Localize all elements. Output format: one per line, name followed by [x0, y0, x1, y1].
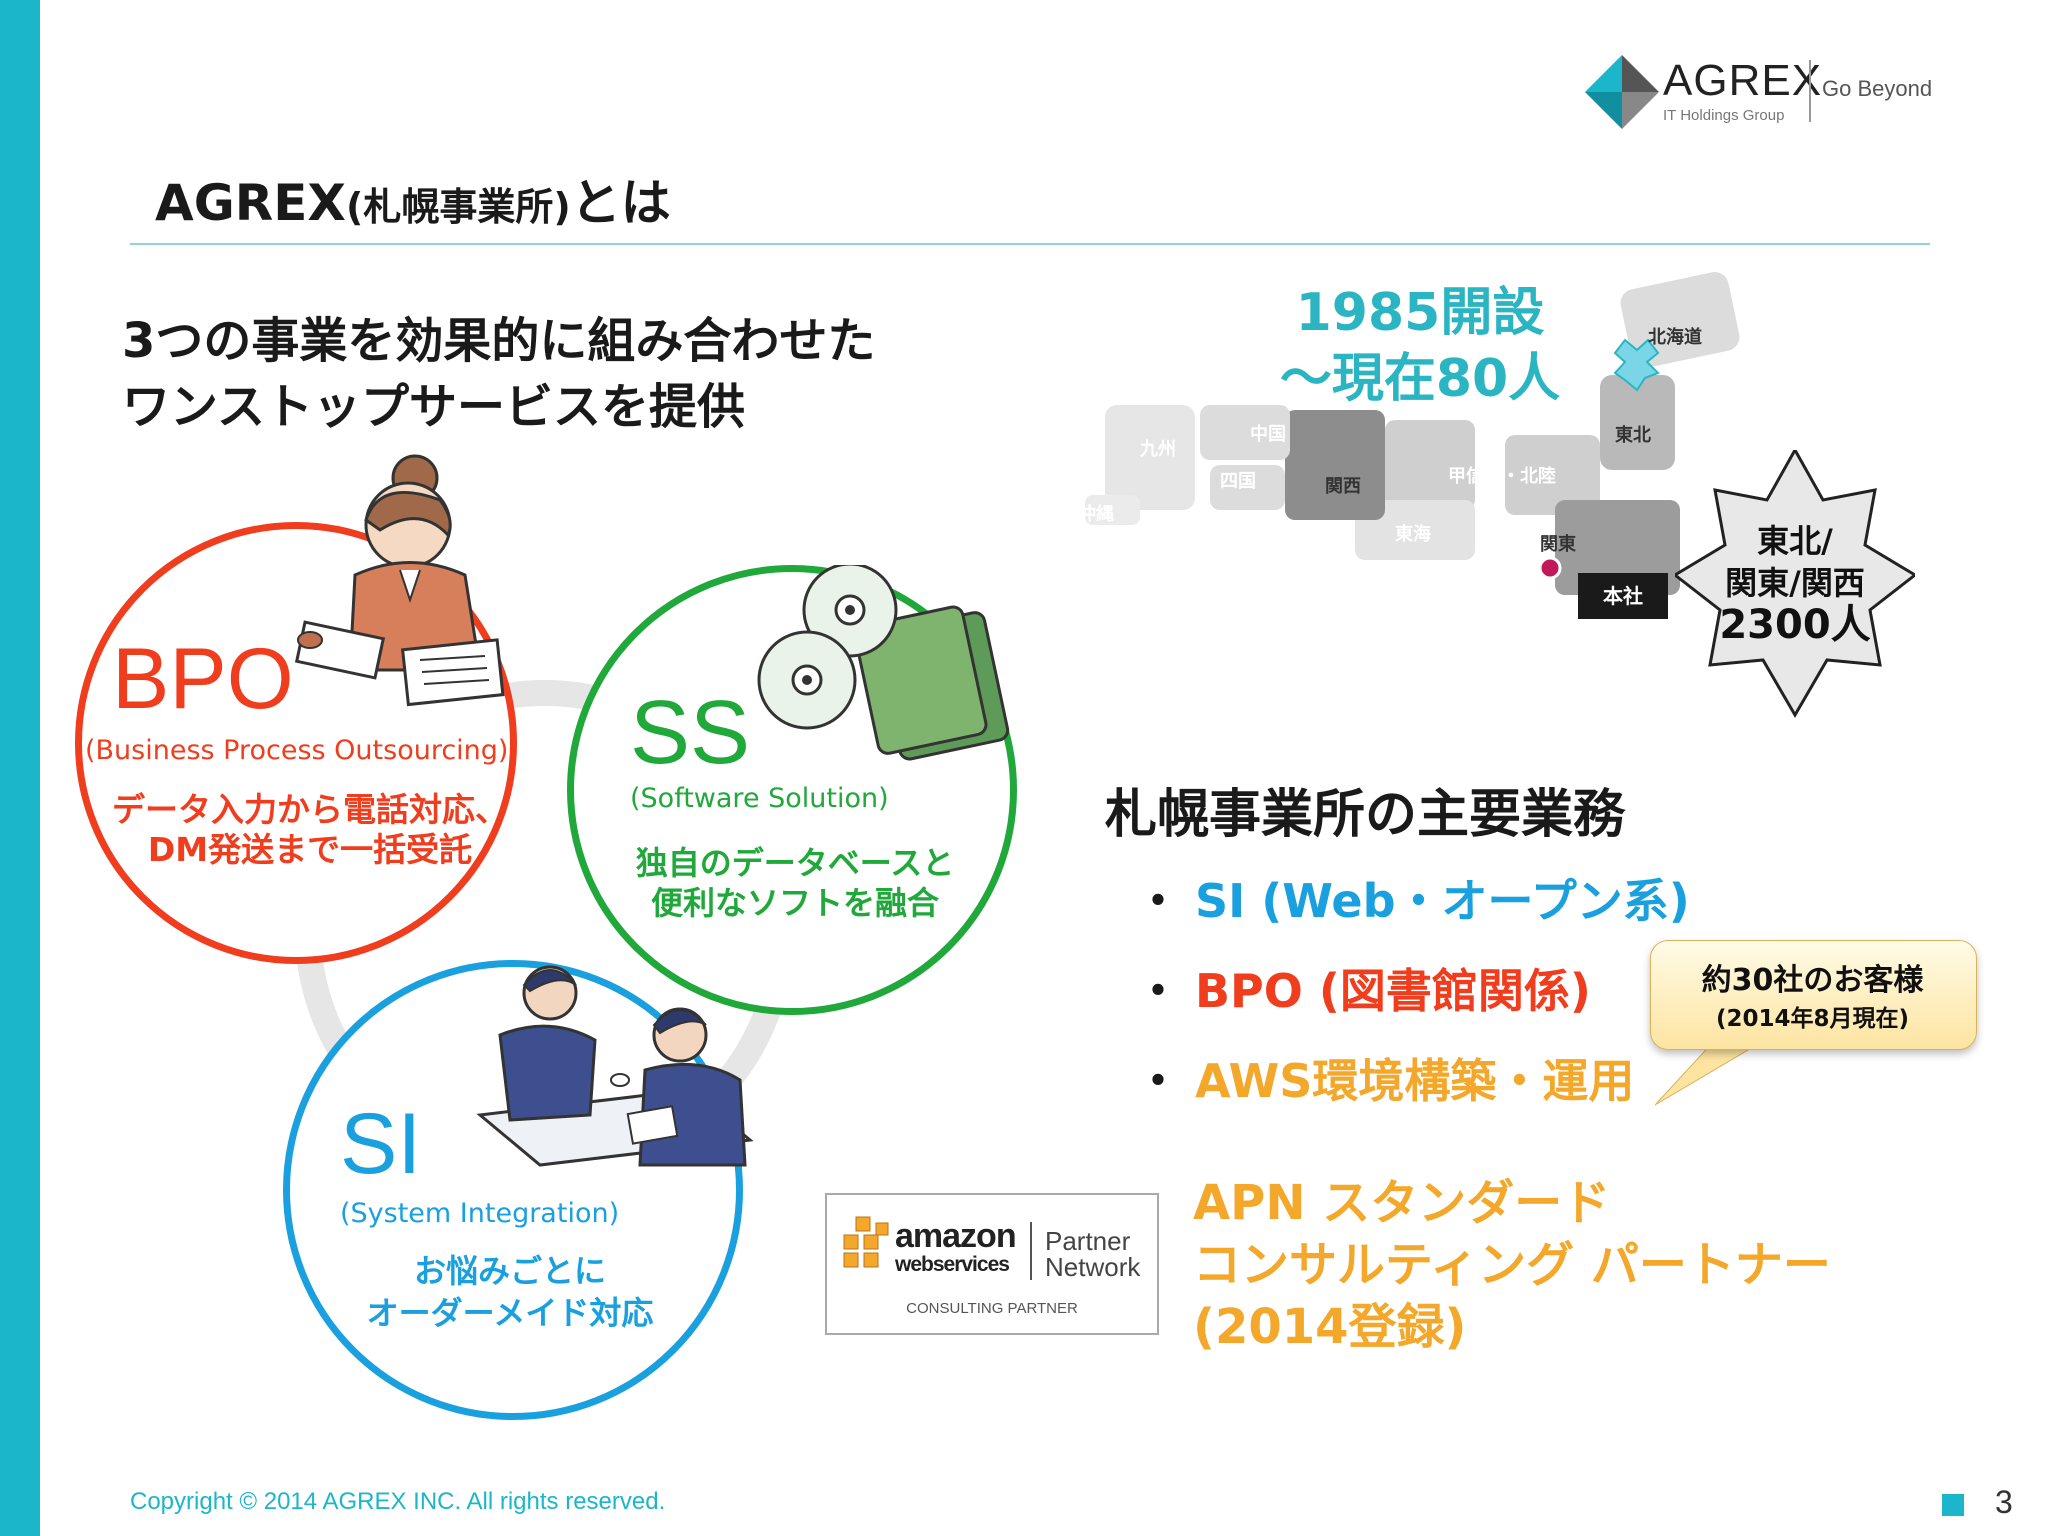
- callout-tail: [1654, 1039, 1775, 1110]
- map-label-hokkaido: 北海道: [1648, 327, 1702, 348]
- customer-callout: [1650, 940, 1977, 1050]
- title-suffix: とは: [570, 174, 671, 232]
- apn-line-3: (2014登録): [1193, 1299, 1467, 1355]
- copyright: Copyright © 2014 AGREX INC. All rights r…: [130, 1488, 666, 1515]
- ss-description: 独自のデータベースと 便利なソフトを融合: [610, 843, 980, 923]
- bullet-mark: ・: [1135, 964, 1181, 1018]
- staff-badge-line-2: 関東/関西: [1725, 564, 1865, 602]
- page-marker: [1942, 1494, 1964, 1516]
- ss-desc-line-2: 便利なソフトを融合: [650, 884, 939, 922]
- bpo-desc-line-2: DM発送まで一括受託: [147, 830, 473, 869]
- logo-divider: [1809, 60, 1811, 122]
- bpo-name: (Business Process Outsourcing): [85, 735, 509, 766]
- aws-partner-line-1: Partner: [1045, 1226, 1131, 1256]
- callout-text: 約30社のお客様 (2014年8月現在): [1650, 955, 1975, 1033]
- ops-title: 札幌事業所の主要業務: [1105, 785, 1626, 845]
- lead-text: 3つの事業を効果的に組み合わせた ワンストップサービスを提供: [122, 308, 875, 440]
- logo-wordmark: AGREX: [1663, 56, 1823, 105]
- callout-line-2: (2014年8月現在): [1715, 1006, 1910, 1032]
- agrex-logo: [1585, 55, 1945, 130]
- map-label-chugoku: 中国: [1250, 424, 1286, 445]
- aws-partner-line-2: Network: [1045, 1252, 1141, 1282]
- si-description: お悩みごとに オーダーメイド対応: [340, 1250, 680, 1334]
- aws-partner-network: Partner Network: [1045, 1228, 1140, 1280]
- aws-divider: [1030, 1222, 1032, 1280]
- ops-item-label: SI (Web・オープン系): [1195, 874, 1690, 928]
- ss-name: (Software Solution): [630, 783, 889, 814]
- ops-item-aws: ・ AWS環境構築・運用: [1135, 1045, 1634, 1111]
- map-label-okinawa: 沖縄: [1078, 504, 1114, 525]
- ss-illustration: [755, 565, 1025, 765]
- aws-amazon-wordmark: amazon: [895, 1217, 1017, 1255]
- si-desc-line-1: お悩みごとに: [413, 1252, 606, 1290]
- ss-desc-line-1: 独自のデータベースと: [635, 844, 955, 882]
- bpo-code: BPO: [112, 631, 294, 727]
- staff-badge-line-1: 東北/: [1757, 522, 1833, 560]
- map-label-shikoku: 四国: [1220, 471, 1256, 492]
- map-label-kyushu: 九州: [1140, 439, 1176, 460]
- bpo-illustration: [290, 450, 520, 720]
- agrex-logo-icon: [1585, 55, 1659, 129]
- ops-item-label: AWS環境構築・運用: [1195, 1054, 1635, 1108]
- aws-cubes-icon: [842, 1215, 892, 1279]
- apn-line-2: コンサルティング パートナー: [1193, 1237, 1831, 1293]
- si-name: (System Integration): [340, 1198, 620, 1229]
- bullet-mark: ・: [1135, 1054, 1181, 1108]
- map-label-kansai: 関西: [1325, 476, 1361, 497]
- map-label-koshinetsu: 甲信越・北陸: [1448, 466, 1556, 487]
- lead-line-2: ワンストップサービスを提供: [122, 379, 746, 435]
- staff-badge-count: 2300人: [1719, 602, 1871, 648]
- staff-badge-text: 東北/ 関東/関西 2300人: [1690, 520, 1900, 646]
- ss-code: SS: [630, 683, 751, 783]
- callout-line-1: 約30社のお客様: [1701, 963, 1924, 998]
- japan-map: [1085, 270, 1785, 640]
- aws-consulting-label: CONSULTING PARTNER: [906, 1300, 1078, 1317]
- page-number: 3: [1995, 1484, 2013, 1520]
- si-illustration: [470, 955, 760, 1175]
- bpo-description: データ入力から電話対応、 DM発送まで一括受託: [100, 790, 520, 870]
- map-label-kanto: 関東: [1540, 534, 1576, 555]
- bpo-desc-line-1: データ入力から電話対応、: [112, 790, 508, 829]
- lead-line-1: 3つの事業を効果的に組み合わせた: [122, 313, 876, 369]
- aws-partner-badge: [825, 1193, 1159, 1335]
- founded-line-2: ～現在80人: [1279, 349, 1561, 409]
- si-desc-line-2: オーダーメイド対応: [366, 1294, 654, 1332]
- title-paren: (札幌事業所): [345, 185, 571, 229]
- staff-badge-star: [1672, 446, 1918, 720]
- si-code: SI: [340, 1096, 422, 1192]
- logo-tagline: Go Beyond: [1822, 76, 1933, 101]
- aws-webservices-wordmark: webservices: [895, 1253, 1010, 1276]
- founded-text: 1985開設 ～現在80人: [1240, 280, 1600, 412]
- ops-item-label: BPO (図書館関係): [1195, 964, 1591, 1018]
- ops-item-bpo: ・ BPO (図書館関係): [1135, 955, 1591, 1021]
- title-divider: [130, 243, 1930, 245]
- hq-label: 本社: [1578, 573, 1668, 619]
- logo-subtitle: IT Holdings Group: [1663, 107, 1785, 124]
- founded-line-1: 1985開設: [1295, 283, 1545, 343]
- map-label-tokai: 東海: [1395, 524, 1431, 545]
- map-label-tohoku: 東北: [1615, 425, 1651, 446]
- ops-item-si: ・ SI (Web・オープン系): [1135, 865, 1690, 931]
- bullet-mark: ・: [1135, 874, 1181, 928]
- page-title: AGREX(札幌事業所)とは: [155, 163, 671, 235]
- apn-text: APN スタンダード コンサルティング パートナー (2014登録): [1193, 1172, 1831, 1358]
- left-accent-bar: [0, 0, 40, 1536]
- apn-line-1: APN スタンダード: [1193, 1175, 1611, 1231]
- title-main: AGREX: [155, 174, 346, 232]
